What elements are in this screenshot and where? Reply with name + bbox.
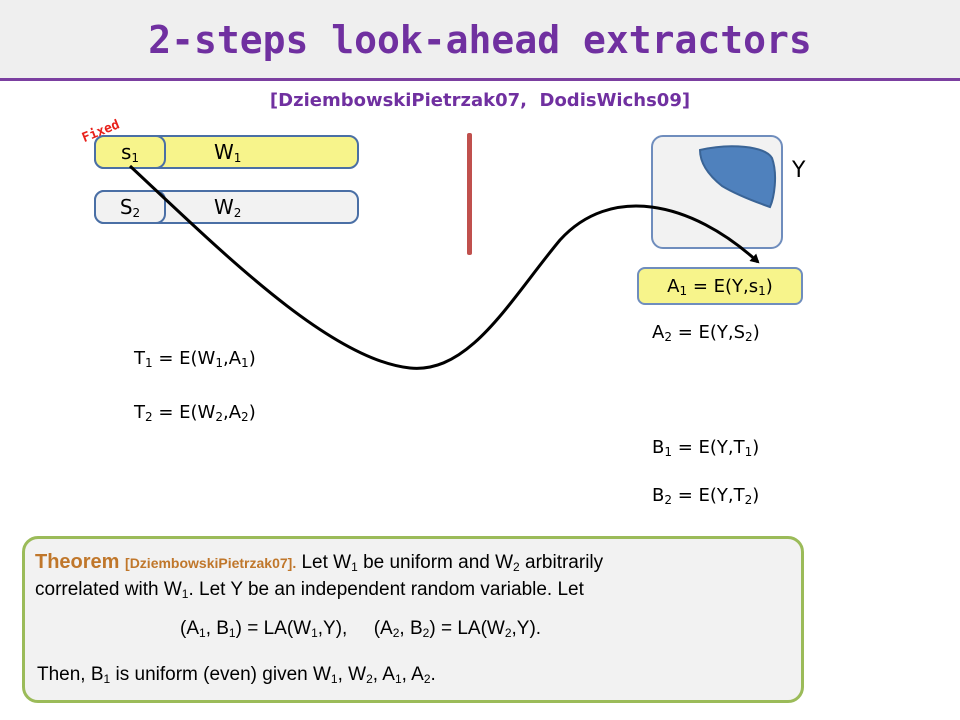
citation: [DziembowskiPietrzak07, DodisWichs09] [269,90,691,111]
theorem-line-3: (A1, B1) = LA(W1,Y), (A2, B2) = LA(W2,Y)… [180,618,542,640]
divider-line [467,133,472,255]
a2-equation: A2 = E(Y,S2) [652,322,760,344]
source-w2-label: W2 [214,195,242,220]
a1-equation: A1 = E(Y,s1) [667,275,773,298]
seed-s2-label: S2 [119,195,141,220]
theorem-heading: Theorem [35,551,126,573]
t2-equation: T2 = E(W2,A2) [134,402,256,424]
header-band [0,0,960,78]
source-w1-label: W1 [214,140,242,165]
slide-title: 2-steps look-ahead extractors [148,18,812,62]
seed-s1-label: s1 [120,140,140,165]
theorem-line-1: Theorem [DziembowskiPietrzak07]. Let W1 … [35,551,604,574]
seed-flow-arrow [128,164,760,370]
b1-equation: B1 = E(Y,T1) [652,437,760,459]
seed-box-s2: S2 [94,190,166,224]
t1-equation: T1 = E(W1,A1) [134,348,256,370]
theorem-line-4: Then, B1 is uniform (even) given W1, W2,… [37,664,436,686]
y-distribution-shape [698,145,777,209]
theorem-citation: [DziembowskiPietrzak07]. [125,555,297,571]
header-rule [0,78,960,81]
theorem-line-2: correlated with W1. Let Y be an independ… [35,579,584,601]
a1-equation-box: A1 = E(Y,s1) [637,267,803,305]
y-label: Y [792,158,806,183]
b2-equation: B2 = E(Y,T2) [652,485,760,507]
theorem-box: Theorem [DziembowskiPietrzak07]. Let W1 … [22,536,804,703]
seed-box-s1: s1 [94,135,166,169]
